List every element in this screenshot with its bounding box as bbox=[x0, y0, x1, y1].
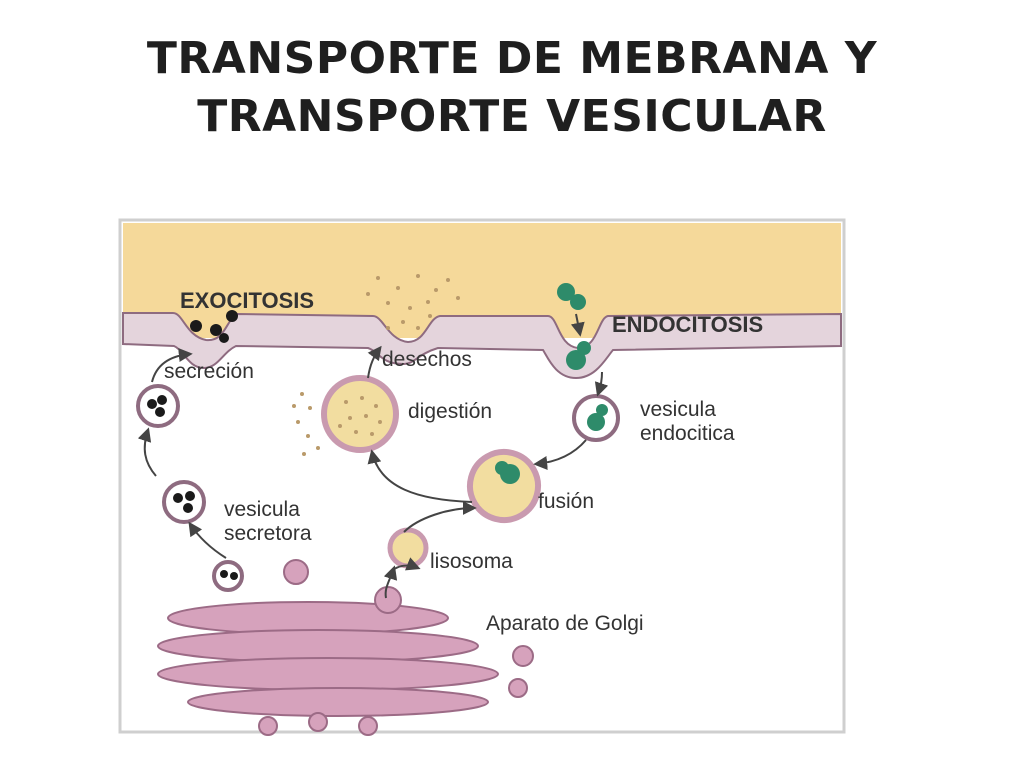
exocytosis-particles bbox=[190, 310, 238, 343]
lysosome bbox=[387, 527, 429, 569]
label-secrecion: secreción bbox=[164, 360, 254, 383]
label-vesicula-secretora-1: vesicula bbox=[224, 498, 300, 521]
secretory-vesicle bbox=[162, 480, 206, 524]
label-exocitosis: EXOCITOSIS bbox=[180, 288, 314, 313]
label-vesicula-endocitica-2: endocitica bbox=[640, 422, 735, 445]
golgi-apparatus bbox=[157, 559, 534, 736]
label-vesicula-endocitica-1: vesicula bbox=[640, 398, 716, 421]
label-vesicula-secretora-2: secretora bbox=[224, 522, 312, 545]
title-line-1: TRANSPORTE DE MEBRANA Y bbox=[146, 33, 878, 84]
label-fusion: fusión bbox=[538, 490, 594, 513]
vesicular-transport-diagram: EXOCITOSIS ENDOCITOSIS secreción desecho… bbox=[118, 218, 846, 736]
label-lisosoma: lisosoma bbox=[430, 550, 513, 573]
digestion-waste-particles bbox=[292, 392, 320, 456]
secretion-vesicle bbox=[136, 384, 180, 428]
title-line-2: TRANSPORTE VESICULAR bbox=[197, 91, 827, 142]
endocytosis-cargo bbox=[557, 283, 591, 370]
slide-title: TRANSPORTE DE MEBRANA Y TRANSPORTE VESIC… bbox=[0, 30, 1024, 146]
label-endocitosis: ENDOCITOSIS bbox=[612, 312, 763, 337]
label-digestion: digestión bbox=[408, 400, 492, 423]
endocytic-vesicle bbox=[572, 394, 620, 442]
plasma-membrane bbox=[122, 312, 842, 380]
label-desechos: desechos bbox=[382, 348, 472, 371]
label-golgi: Aparato de Golgi bbox=[486, 612, 644, 635]
golgi-budding-vesicle bbox=[212, 560, 244, 592]
digestion-vesicle bbox=[321, 375, 399, 453]
pathway-arrows bbox=[137, 345, 609, 599]
waste-particles bbox=[366, 274, 460, 330]
